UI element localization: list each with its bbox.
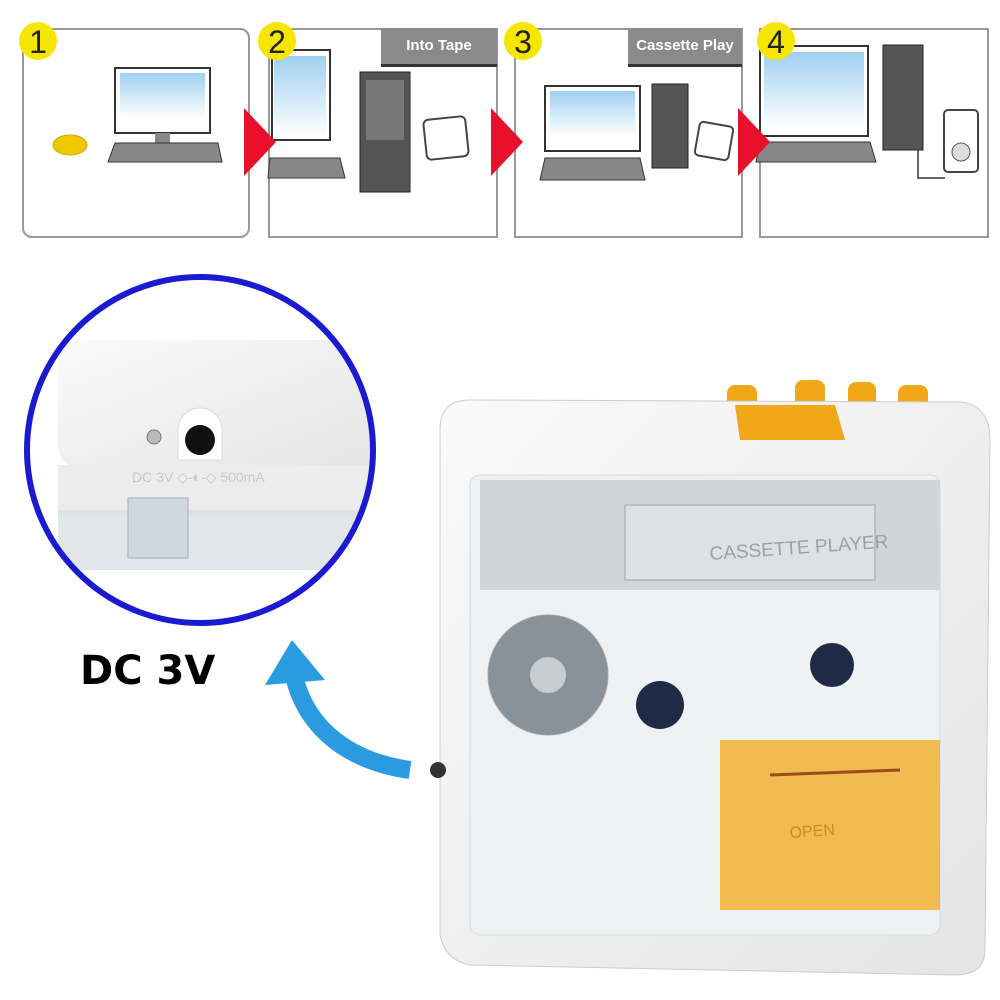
computer-icon (107, 67, 223, 163)
step-3-badge: 3 (504, 22, 542, 60)
step-2-tag: Into Tape (381, 28, 497, 67)
step-2-badge: 2 (258, 22, 296, 60)
step-arrow-1 (244, 108, 276, 176)
computer-icon (539, 83, 735, 181)
pointer-arrow (283, 663, 412, 779)
cassette-player (430, 380, 991, 976)
step-arrow-2 (491, 108, 523, 176)
dc-voltage-label: DC 3V (80, 648, 216, 694)
computer-icon (755, 44, 979, 179)
step-1-badge: 1 (19, 22, 57, 60)
step-arrow-3 (738, 108, 770, 176)
port-marking: DC 3V ◇-◐-◇ 500mA (132, 469, 265, 485)
cd-icon (52, 134, 88, 156)
door-label: OPEN (789, 822, 835, 842)
dc-port-closeup (24, 274, 376, 626)
step-3-tag: Cassette Play (628, 28, 742, 67)
step-4-badge: 4 (757, 22, 795, 60)
computer-icon (267, 49, 470, 193)
pointer-arrowhead (265, 640, 325, 685)
